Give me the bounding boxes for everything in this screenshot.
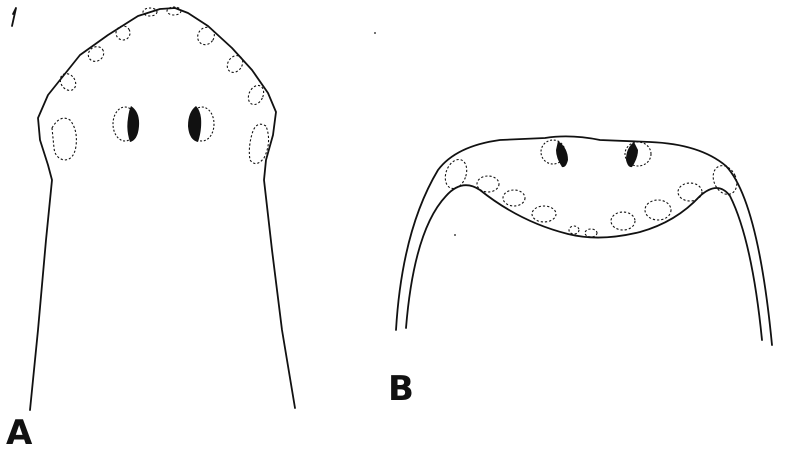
panel-b-pit	[645, 200, 671, 220]
panel-b-drawing	[374, 32, 772, 345]
panel-a-pit	[57, 71, 79, 94]
panel-a-pit	[52, 118, 76, 160]
panel-a-pit	[85, 44, 106, 65]
panel-b-outer-outline	[396, 136, 772, 345]
panel-b-pit	[532, 206, 556, 222]
panel-b-pit	[503, 190, 525, 206]
panel-b-inner-outline	[406, 185, 762, 340]
panel-a-right-eye-spot	[188, 106, 201, 142]
panel-b-label: B	[388, 372, 414, 406]
panel-a-pit	[224, 53, 246, 76]
panel-b-speck	[454, 234, 456, 236]
panel-a-label: A	[6, 416, 32, 450]
panel-b-right-eye-spot	[626, 142, 638, 167]
panel-a-pit	[194, 24, 217, 48]
panel-b-pit	[709, 162, 742, 198]
panel-a-pit	[249, 124, 268, 163]
panel-b-pit	[569, 226, 579, 234]
panel-a-head-outline	[30, 8, 295, 410]
panel-a-drawing	[12, 7, 295, 410]
panel-b-pit	[477, 176, 499, 192]
panel-a-left-eye-spot	[127, 106, 139, 142]
panel-b-pit	[585, 229, 597, 237]
panel-b-speck	[374, 32, 376, 34]
panel-b-pit	[611, 212, 635, 230]
panel-b-left-eye-spot	[556, 141, 568, 167]
panel-a-speck	[12, 8, 16, 26]
